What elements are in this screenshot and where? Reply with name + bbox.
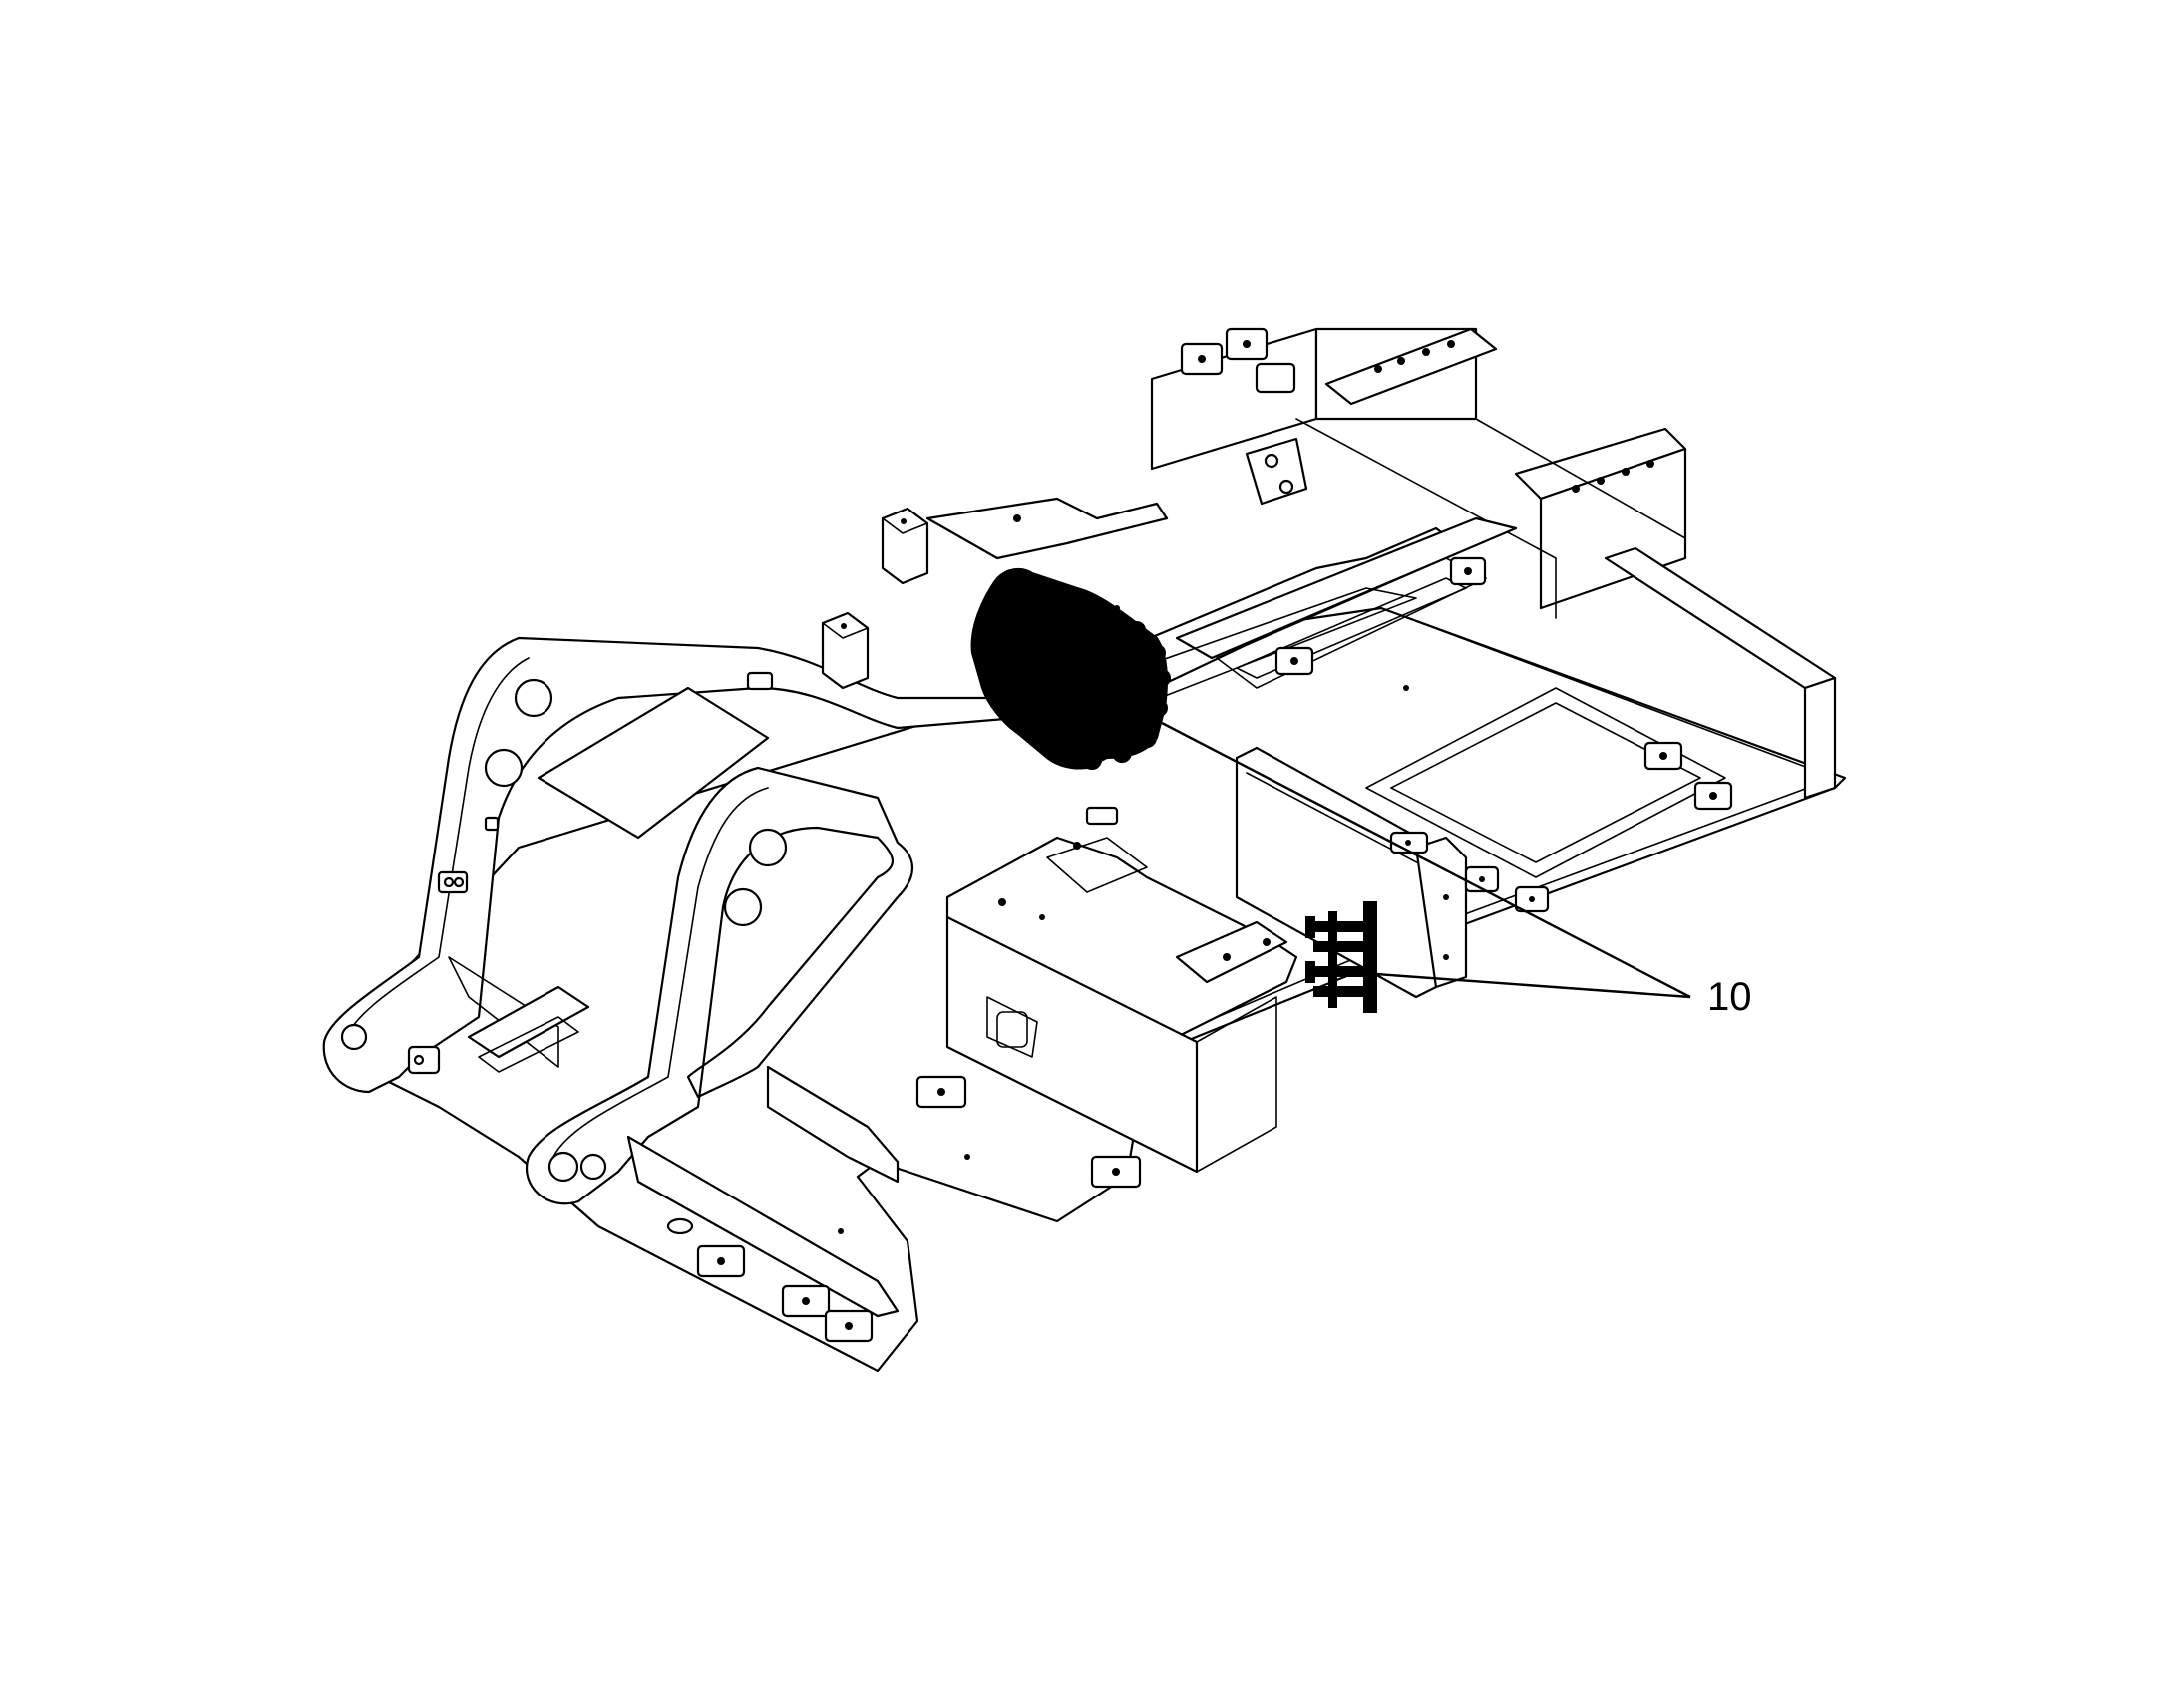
callout-leaders xyxy=(1161,721,1691,999)
harness-part-10 xyxy=(970,567,1171,770)
rear-mounting-frame xyxy=(1150,327,1687,619)
boom-foot-plate-front xyxy=(526,766,913,1205)
leader-line-harness xyxy=(1161,721,1691,999)
boom-foot-plate-rear xyxy=(322,636,1039,1094)
rear-tray xyxy=(1365,546,1837,878)
center-raised-block xyxy=(945,836,1298,1174)
bracket-part-10 xyxy=(1305,901,1377,1013)
front-cross-box xyxy=(407,671,1119,1075)
side-wall-plate xyxy=(1235,746,1550,999)
front-deck-details xyxy=(626,835,1250,1343)
leader-line-bracket xyxy=(1375,972,1691,999)
upright-posts xyxy=(821,497,1169,690)
callout-label-10: 10 xyxy=(1707,975,1752,1019)
